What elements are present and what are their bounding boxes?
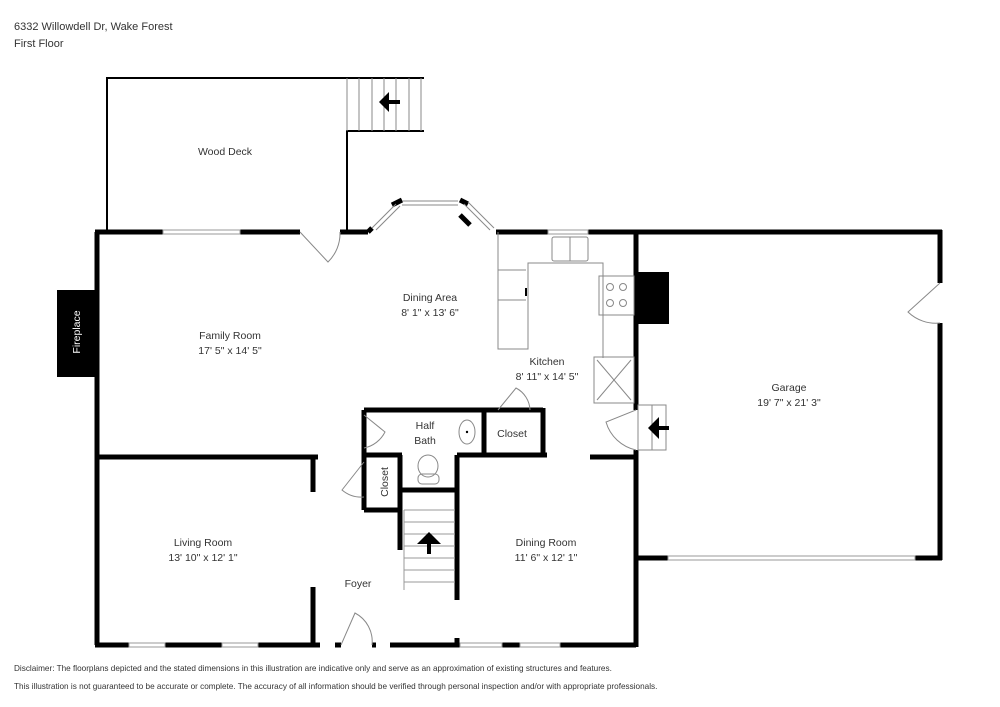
arrow-left-icon	[379, 92, 400, 112]
room-label-dining-room: Dining Room	[515, 537, 577, 549]
arrow-left-icon-garage	[648, 417, 669, 439]
doors	[299, 231, 941, 646]
disclaimer-line-1: Disclaimer: The floorplans depicted and …	[14, 664, 612, 673]
room-dims-living-room: 13' 10" x 12' 1"	[168, 552, 238, 564]
fireplace-label: Fireplace	[71, 310, 83, 354]
bath-fixtures	[417, 419, 476, 485]
room-label-foyer: Foyer	[344, 578, 372, 590]
wood-deck-outline	[106, 77, 424, 232]
deck-stairs	[346, 78, 422, 131]
room-dims-kitchen: 8' 11" x 14' 5"	[515, 371, 579, 383]
fireplace-block	[57, 290, 97, 377]
room-label-dining-area: Dining Area	[402, 292, 458, 304]
room-label-closet-foyer: Closet	[379, 467, 391, 497]
room-dims-family-room: 17' 5" x 14' 5"	[198, 345, 262, 357]
interior-doors	[341, 387, 531, 498]
room-dims-dining-area: 8' 1" x 13' 6"	[401, 307, 459, 319]
property-address: 6332 Willowdell Dr, Wake Forest	[14, 21, 173, 33]
exterior-walls	[94, 197, 943, 648]
interior-walls	[97, 278, 639, 645]
room-label-closet-bath: Closet	[497, 428, 527, 440]
room-label-living-room: Living Room	[173, 537, 233, 549]
room-label-half-bath-2: Bath	[414, 435, 436, 447]
sink-drain	[465, 430, 469, 434]
kitchen-counters	[497, 232, 635, 404]
floor-label: First Floor	[14, 38, 64, 50]
dishwasher-handle	[525, 288, 527, 296]
room-label-garage: Garage	[771, 382, 807, 394]
room-label-half-bath-1: Half	[415, 420, 435, 432]
arrow-up-icon	[417, 532, 441, 554]
bay-window	[371, 200, 495, 231]
room-dims-dining-room: 11' 6" x 12' 1"	[514, 552, 578, 564]
room-dims-garage: 19' 7" x 21' 3"	[757, 397, 821, 409]
kitchen-chimney	[636, 272, 669, 324]
room-label-family-room: Family Room	[199, 330, 261, 342]
windows	[128, 229, 916, 648]
room-label-wood-deck: Wood Deck	[197, 146, 253, 158]
disclaimer-line-2: This illustration is not guaranteed to b…	[14, 682, 658, 691]
room-label-kitchen: Kitchen	[529, 356, 565, 368]
